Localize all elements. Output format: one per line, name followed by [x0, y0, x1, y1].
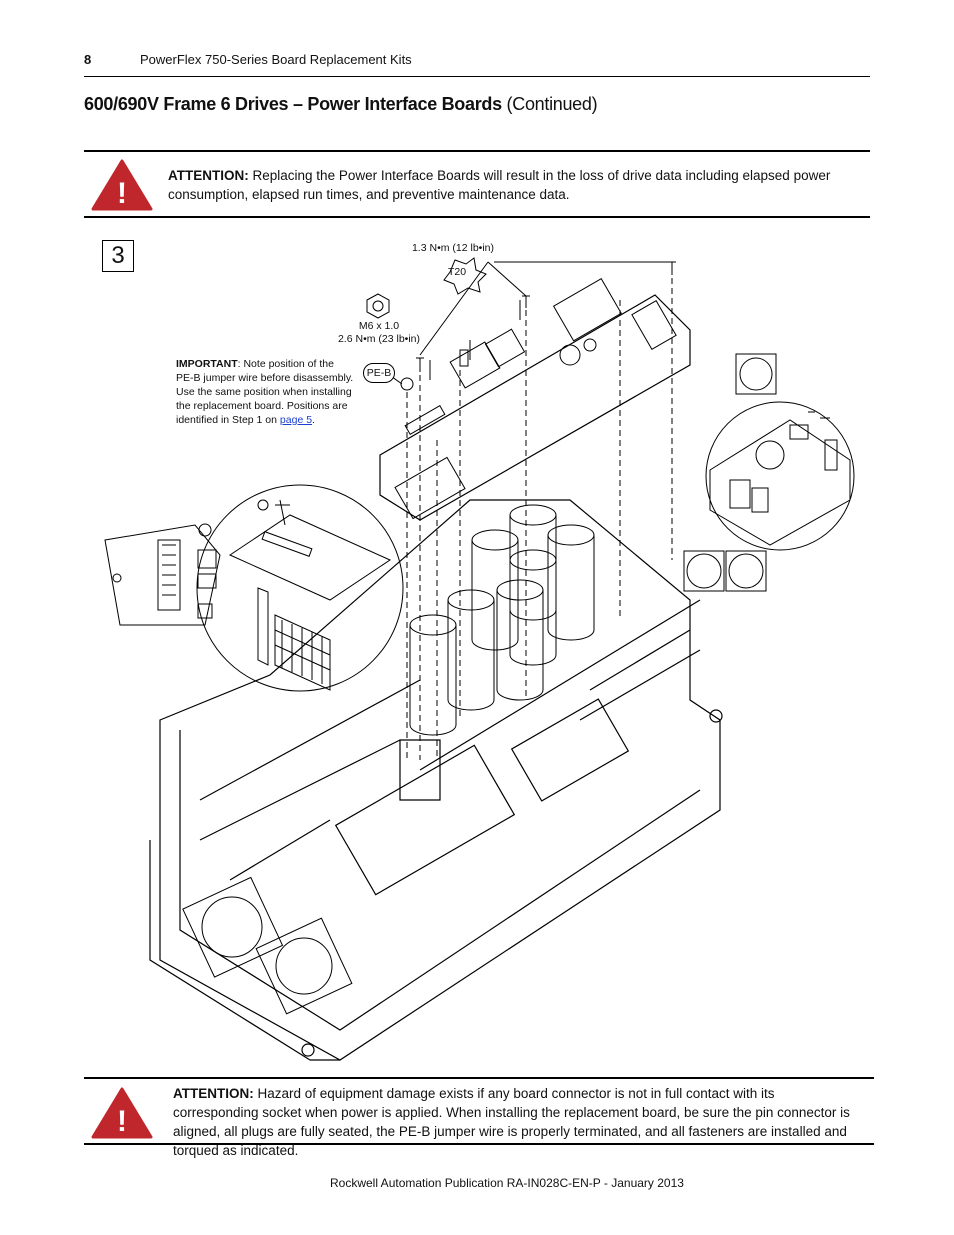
nut-torque-label: 2.6 N•m (23 lb•in) [337, 333, 421, 345]
step-number-box: 3 [102, 240, 134, 272]
section-title-text: 600/690V Frame 6 Drives – Power Interfac… [84, 94, 502, 114]
drive-chassis [149, 499, 723, 1061]
important-text: : Note position of the PE-B jumper wire … [176, 358, 354, 426]
leader-lines [387, 261, 668, 385]
section-title: 600/690V Frame 6 Drives – Power Interfac… [84, 94, 598, 115]
important-note: IMPORTANT: Note position of the PE-B jum… [176, 357, 354, 427]
svg-text:!: ! [117, 177, 127, 210]
alignment-lines [406, 278, 673, 760]
capacitors [409, 504, 595, 736]
section-title-suffix: (Continued) [506, 94, 598, 114]
detail-view-power-supply [705, 401, 855, 551]
attention-bottom-text: ATTENTION: Hazard of equipment damage ex… [173, 1084, 863, 1160]
jumper-position-inset [104, 523, 221, 626]
pe-b-badge: PE-B [363, 363, 395, 383]
warning-triangle-icon: ! [91, 1087, 153, 1139]
attention-top-text: ATTENTION: Replacing the Power Interface… [168, 166, 858, 204]
fans [182, 353, 777, 1015]
detail-view-jumper [196, 484, 404, 692]
t20-torx-icon [443, 257, 487, 295]
t20-badge: T20 [447, 266, 467, 278]
power-interface-board [379, 277, 691, 521]
attention-bottom-rule-upper [84, 1077, 874, 1079]
nut-size-label: M6 x 1.0 [358, 320, 400, 332]
page-5-link[interactable]: page 5 [279, 414, 313, 426]
important-end: . [312, 414, 315, 426]
attention-top-rule-lower [84, 216, 870, 218]
header-divider [84, 76, 870, 77]
page-number: 8 [84, 52, 92, 67]
svg-text:!: ! [117, 1105, 127, 1138]
attention-top-rule-upper [84, 150, 870, 152]
screw-torque-label: 1.3 N•m (12 lb•in) [411, 242, 495, 254]
important-label: IMPORTANT [176, 358, 238, 370]
attention-bottom-body: Hazard of equipment damage exists if any… [173, 1086, 850, 1158]
attention-bottom-label: ATTENTION: [173, 1086, 254, 1101]
screws [366, 261, 676, 391]
running-header: PowerFlex 750-Series Board Replacement K… [140, 52, 412, 67]
warning-triangle-icon: ! [91, 159, 153, 211]
footer-publication: Rockwell Automation Publication RA-IN028… [330, 1176, 684, 1190]
attention-top-body: Replacing the Power Interface Boards wil… [168, 168, 831, 202]
attention-bottom-rule-lower [84, 1143, 874, 1145]
attention-top-label: ATTENTION: [168, 168, 249, 183]
